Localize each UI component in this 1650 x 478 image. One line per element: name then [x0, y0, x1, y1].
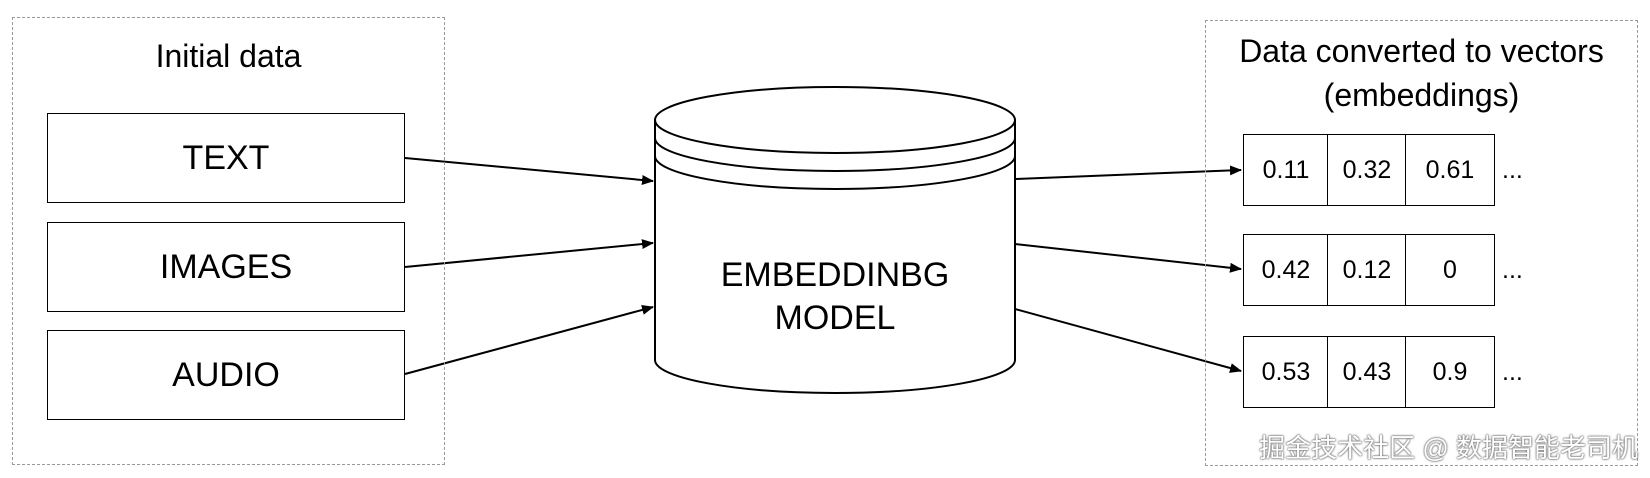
vector-1-ellipsis: ...: [1502, 156, 1523, 184]
vector-3-cell-1: 0.53: [1243, 336, 1329, 408]
watermark-text: 掘金技术社区 @ 数据智能老司机: [1259, 433, 1638, 463]
output-group-title-line1: Data converted to vectors: [1239, 33, 1604, 69]
vector-3-cell-2: 0.43: [1327, 336, 1407, 408]
vector-1-cell-1: 0.11: [1243, 134, 1329, 206]
vector-2-ellipsis: ...: [1502, 256, 1523, 284]
input-audio-box: AUDIO: [47, 330, 405, 420]
output-group: Data converted to vectors (embeddings): [1205, 20, 1638, 466]
vector-3-cell-3: 0.9: [1405, 336, 1495, 408]
arrow-images-to-model: [404, 239, 654, 268]
output-group-title-line2: (embeddings): [1323, 77, 1520, 113]
arrow-model-to-vector-1: [1014, 165, 1242, 180]
vector-2-cell-1: 0.42: [1243, 234, 1329, 306]
input-group-title: Initial data: [155, 38, 302, 74]
vector-2-cell-2: 0.12: [1327, 234, 1407, 306]
input-text-box: TEXT: [47, 113, 405, 203]
embedding-model-cylinder: [654, 86, 1016, 394]
input-images-box: IMAGES: [47, 222, 405, 312]
arrow-audio-to-model: [404, 305, 654, 375]
vector-1-cell-2: 0.32: [1327, 134, 1407, 206]
model-label-line2: MODEL: [774, 299, 896, 337]
model-label-line1: EMBEDDINBG: [720, 256, 950, 294]
vector-2-cell-3: 0: [1405, 234, 1495, 306]
arrow-model-to-vector-2: [1014, 243, 1242, 273]
arrow-model-to-vector-3: [1014, 308, 1242, 373]
vector-1-cell-3: 0.61: [1405, 134, 1495, 206]
arrow-text-to-model: [404, 157, 654, 185]
input-group: Initial data: [12, 17, 445, 465]
vector-3-ellipsis: ...: [1502, 358, 1523, 386]
